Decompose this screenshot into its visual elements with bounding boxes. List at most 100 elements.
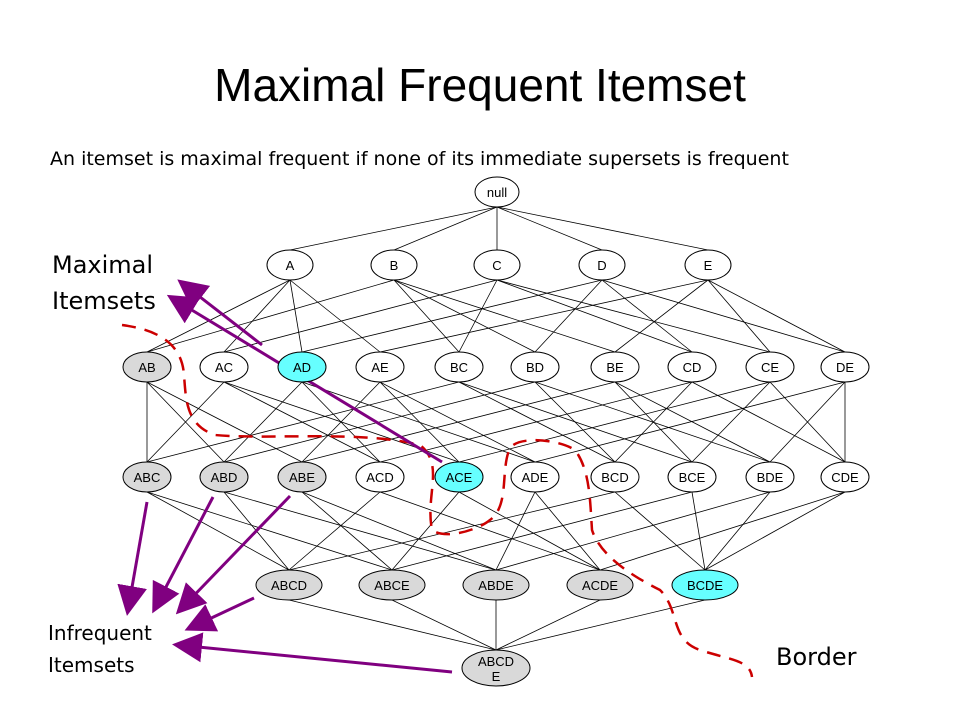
node-label-abc: ABC — [134, 470, 161, 485]
node-label-bde: BDE — [757, 470, 784, 485]
edge-BCE-BCDE — [691, 491, 706, 571]
edge-D-DE — [601, 279, 846, 353]
edge-ACD-ABCD — [288, 491, 381, 571]
node-abcd: ABCD — [255, 569, 323, 601]
node-be: BE — [590, 351, 640, 383]
node-label-ae: AE — [371, 360, 389, 375]
edge-C-CD — [496, 279, 693, 353]
edge-BCE-ABCE — [391, 491, 693, 571]
edge-CD-CDE — [691, 381, 846, 463]
node-label-abce: ABCE — [374, 578, 410, 593]
infrequent-arrow-abd — [152, 496, 215, 614]
node-label-abde: ABDE — [478, 578, 514, 593]
node-label-ad: AD — [293, 360, 311, 375]
node-acd: ACD — [355, 461, 405, 493]
edge-B-BC — [393, 279, 460, 353]
edge-null-D — [496, 206, 603, 251]
node-label-null: null — [487, 185, 507, 200]
edge-BD-BDE — [534, 381, 771, 463]
node-label-acde: ACDE — [582, 578, 618, 593]
maximal-label-line-2: Itemsets — [52, 287, 156, 315]
edge-ABD-ABDE — [223, 491, 497, 571]
edge-B-BD — [393, 279, 536, 353]
edge-ADE-ACDE — [534, 491, 601, 571]
edge-CD-BCD — [614, 381, 693, 463]
node-label-cde: CDE — [831, 470, 859, 485]
lattice-edges — [146, 206, 846, 651]
edge-A-AD — [289, 279, 303, 353]
edge-null-A — [289, 206, 498, 251]
edge-ABCE-ABCDE — [391, 599, 497, 651]
edge-null-B — [393, 206, 498, 251]
node-label-d: D — [597, 258, 606, 273]
node-label-abd: ABD — [211, 470, 238, 485]
edge-CE-BCE — [691, 381, 771, 463]
edge-DE-BDE — [769, 381, 846, 463]
edge-BD-BCD — [534, 381, 616, 463]
edge-ABCD-ABCDE — [288, 599, 497, 651]
node-label-bc: BC — [450, 360, 468, 375]
node-b: B — [370, 249, 418, 281]
maximal-arrow-ad — [177, 279, 263, 347]
edge-BE-BDE — [614, 381, 771, 463]
node-bde: BDE — [745, 461, 795, 493]
edge-ABC-ABCD — [146, 491, 290, 571]
edge-AD-ABD — [223, 381, 303, 463]
node-label-bcd: BCD — [601, 470, 628, 485]
edge-BC-ABC — [146, 381, 460, 463]
edge-C-BC — [458, 279, 498, 353]
node-ae: AE — [355, 351, 405, 383]
edge-CDE-ACDE — [599, 491, 846, 571]
node-label-cd: CD — [683, 360, 702, 375]
infrequent-arrow-abcd — [184, 596, 255, 632]
node-bcd: BCD — [590, 461, 640, 493]
edge-DE-ADE — [534, 381, 846, 463]
infrequent-arrow-abc — [117, 501, 149, 616]
edge-ACD-ACDE — [379, 491, 601, 571]
edge-AB-ABE — [146, 381, 303, 463]
edge-CE-ACE — [458, 381, 771, 463]
edge-BCDE-ABCDE — [495, 599, 706, 651]
node-de: DE — [820, 351, 870, 383]
node-label-be: BE — [606, 360, 624, 375]
edge-ACE-ABCE — [391, 491, 460, 571]
node-null: null — [474, 176, 520, 208]
node-abce: ABCE — [358, 569, 426, 601]
node-label-bce: BCE — [679, 470, 706, 485]
node-ace: ACE — [434, 461, 484, 493]
edge-C-CE — [496, 279, 771, 353]
edge-E-AE — [379, 279, 709, 353]
edge-A-AB — [146, 279, 291, 353]
edge-A-AE — [289, 279, 381, 353]
infrequent-label-line-2: Itemsets — [48, 653, 135, 677]
node-label-ade: ADE — [522, 470, 549, 485]
maximal-label-line-1: Maximal — [52, 251, 154, 279]
edge-ABC-ABCE — [146, 491, 393, 571]
infrequent-arrow-abe — [175, 494, 292, 615]
node-abd: ABD — [199, 461, 249, 493]
edge-E-BE — [614, 279, 709, 353]
maximal-itemsets-label: Maximal Itemsets — [52, 247, 156, 319]
node-abe: ABE — [277, 461, 327, 493]
edge-AE-ABE — [301, 381, 381, 463]
edge-BCD-BCDE — [614, 491, 706, 571]
edge-ACDE-ABCDE — [495, 599, 601, 651]
border-label: Border — [776, 643, 857, 671]
edge-E-CE — [707, 279, 771, 353]
node-e: E — [684, 249, 732, 281]
definition-text: An itemset is maximal frequent if none o… — [50, 148, 789, 170]
node-label-ace: ACE — [446, 470, 473, 485]
edge-D-CD — [601, 279, 693, 353]
edge-B-AB — [146, 279, 395, 353]
node-acde: ACDE — [566, 569, 634, 601]
node-cde: CDE — [820, 461, 870, 493]
edge-CDE-BCDE — [704, 491, 846, 571]
node-ac: AC — [199, 351, 249, 383]
node-label-ce: CE — [761, 360, 779, 375]
infrequent-label-line-1: Infrequent — [48, 621, 152, 645]
node-label-ac: AC — [215, 360, 233, 375]
edge-CD-ACD — [379, 381, 693, 463]
node-a: A — [266, 249, 314, 281]
